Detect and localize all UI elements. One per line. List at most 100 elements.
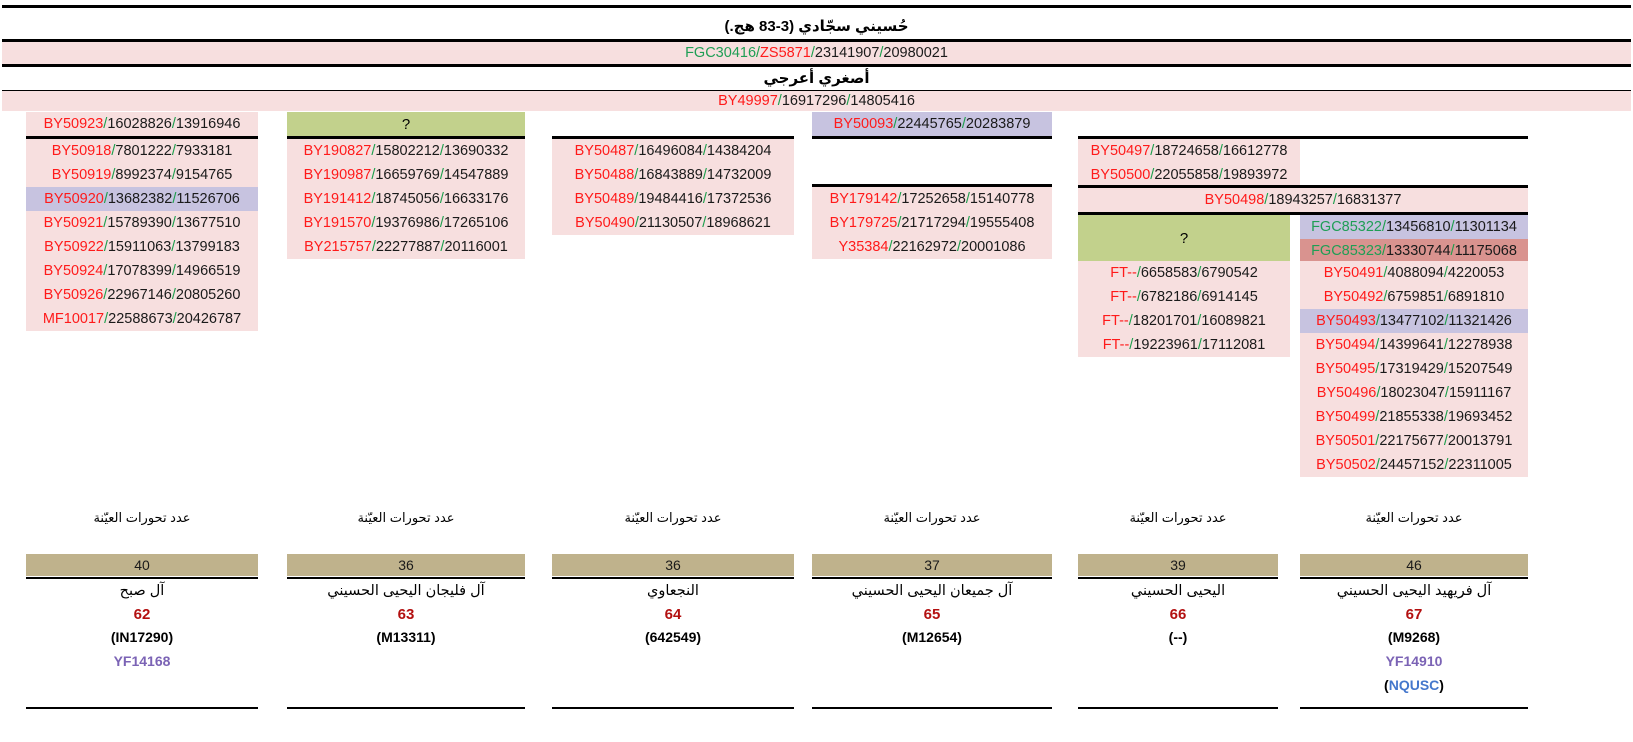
page-title: حُسيني سجّادي (3-83 هج.) [724, 17, 909, 35]
col5-ft-row-0: FT--/6658583/6790542 [1078, 261, 1290, 285]
col1-row-1: BY50919/8992374/9154765 [26, 163, 258, 187]
snp-text: BY179142/17252658/15140778 [829, 190, 1035, 207]
snp-text: BY50918/7801222/7933181 [51, 142, 233, 159]
col6-fgc-row-0: FGC85322/13456810/11301134 [1300, 215, 1528, 239]
branch-number-4: 66 [1169, 606, 1187, 623]
header-snp-line: FGC30416/ZS5871/23141907/20980021 [2, 42, 1631, 64]
snp-text: BY179725/21717294/19555408 [829, 214, 1035, 231]
snp-text: BY191570/19376986/17265106 [303, 214, 509, 231]
sample-count-rule-4 [1078, 577, 1278, 579]
col5-ft-row-3: FT--/19223961/17112081 [1078, 333, 1290, 357]
card-bottom-rule-3 [812, 707, 1052, 709]
snp-text: BY50492/6759851/6891810 [1323, 288, 1505, 305]
family-name-4: اليحيى الحسيني [1130, 583, 1226, 599]
col4-head-row: BY50093/22445765/20283879 [812, 112, 1052, 136]
snp-text: BY50921/15789390/13677510 [43, 214, 241, 231]
col6-row-3: BY50494/14399641/12278938 [1300, 333, 1528, 357]
branch-number-5: 67 [1405, 606, 1423, 623]
col4-row-1: BY179725/21717294/19555408 [812, 211, 1052, 235]
sample-count-rule-0 [26, 577, 258, 579]
snp-text: BY50493/13477102/11321426 [1316, 312, 1512, 329]
col6-row-0: BY50491/4088094/4220053 [1300, 261, 1528, 285]
snp-text: BY50093/22445765/20283879 [833, 115, 1031, 132]
col4-divider [812, 184, 1052, 187]
col56-divider-top [1078, 185, 1528, 188]
family-name-0: آل صبح [119, 583, 165, 599]
snp-text: BY50488/16843889/14732009 [574, 166, 772, 183]
col4-head-divider [812, 136, 1052, 139]
yf-haplo-0: YF14168 [113, 653, 171, 669]
col3-row-0: BY50487/16496084/14384204 [552, 139, 794, 163]
snp-text: FGC85323/13330744/11175068 [1311, 242, 1517, 259]
family-name-2: النجعاوي [647, 583, 699, 599]
col5-row-0: BY50497/18724658/16612778 [1078, 139, 1300, 163]
col6-row-6: BY50499/21855338/19693452 [1300, 405, 1528, 429]
col1-row-7: MF10017/22588673/20426787 [26, 307, 258, 331]
snp-text: BY191412/18745056/16633176 [303, 190, 509, 207]
root-snp-row: BY49997/16917296/14805416 [2, 91, 1631, 111]
col6-row-1: BY50492/6759851/6891810 [1300, 285, 1528, 309]
sample-count-box-0: 40 [26, 554, 258, 576]
snp-text: BY50502/24457152/22311005 [1316, 456, 1512, 473]
unknown-branch-box: ? [287, 112, 525, 136]
snp-text: BY50923/16028826/13916946 [43, 115, 241, 132]
col6-row-7: BY50501/22175677/20013791 [1300, 429, 1528, 453]
snp-text: MF10017/22588673/20426787 [42, 310, 242, 327]
col3-row-3: BY50490/21130507/18968621 [552, 211, 794, 235]
yf-haplo-5: YF14910 [1385, 653, 1443, 669]
kit-id-5: (M9268) [1387, 629, 1441, 645]
snp-text: BY50498/18943257/16831377 [1204, 191, 1402, 208]
col4-row-0: BY179142/17252658/15140778 [812, 187, 1052, 211]
col1-row-2: BY50920/13682382/11526706 [26, 187, 258, 211]
snp-text: FT--/18201701/16089821 [1102, 312, 1266, 329]
sample-count-rule-5 [1300, 577, 1528, 579]
col1-row-5: BY50924/17078399/14966519 [26, 259, 258, 283]
header-rule-top [2, 5, 1631, 8]
snp-text: FT--/6782186/6914145 [1110, 288, 1258, 305]
col1-row-6: BY50926/22967146/20805260 [26, 283, 258, 307]
branch-number-1: 63 [397, 606, 415, 623]
snp-text: BY50489/19484416/17372536 [574, 190, 772, 207]
snp-text: BY190827/15802212/13690332 [303, 142, 509, 159]
col56-divider-bottom [1078, 212, 1528, 215]
col1-row-0: BY50918/7801222/7933181 [26, 139, 258, 163]
sample-count-box-4: 39 [1078, 554, 1278, 576]
snp-text: BY50501/22175677/20013791 [1315, 432, 1513, 449]
col3-row-1: BY50488/16843889/14732009 [552, 163, 794, 187]
sample-count-box-5: 46 [1300, 554, 1528, 576]
col5-row-1: BY50500/22055858/19893972 [1078, 163, 1300, 187]
root-snp-text: BY49997/16917296/14805416 [718, 92, 915, 109]
col6-row-8: BY50502/24457152/22311005 [1300, 453, 1528, 477]
snp-text: BY50495/17319429/15207549 [1315, 360, 1513, 377]
kit-id-0: (IN17290) [110, 629, 174, 645]
header-snp-text: FGC30416/ZS5871/23141907/20980021 [685, 44, 948, 61]
kit-id-1: (M13311) [376, 629, 436, 645]
col5-divider [1078, 136, 1528, 139]
col2-row-3: BY191570/19376986/17265106 [287, 211, 525, 235]
col1-row-3: BY50921/15789390/13677510 [26, 211, 258, 235]
snp-text: BY50487/16496084/14384204 [574, 142, 772, 159]
branch-number-2: 64 [664, 606, 682, 623]
col1-head-row: BY50923/16028826/13916946 [26, 112, 258, 136]
snp-text: FT--/19223961/17112081 [1102, 336, 1266, 353]
sample-count-label-3: عدد تحورات العيّنة [883, 510, 981, 525]
branch-number-0: 62 [133, 606, 151, 623]
snp-text: FT--/6658583/6790542 [1110, 264, 1258, 281]
family-name-1: آل فليجان اليحيى الحسيني [327, 583, 485, 599]
snp-text: BY50926/22967146/20805260 [43, 286, 241, 303]
card-bottom-rule-1 [287, 707, 525, 709]
snp-text: BY50491/4088094/4220053 [1323, 264, 1505, 281]
snp-text: BY50490/21130507/18968621 [575, 214, 771, 231]
snp-text: BY50497/18724658/16612778 [1090, 142, 1288, 159]
kit-id-4: (--) [1168, 629, 1188, 645]
sample-count-label-0: عدد تحورات العيّنة [93, 510, 191, 525]
col5-ft-row-2: FT--/18201701/16089821 [1078, 309, 1290, 333]
snp-text: BY50919/8992374/9154765 [51, 166, 233, 183]
col2-row-1: BY190987/16659769/14547889 [287, 163, 525, 187]
snp-text: BY50499/21855338/19693452 [1315, 408, 1513, 425]
snp-text: BY50500/22055858/19893972 [1090, 166, 1288, 183]
snp-text: BY50924/17078399/14966519 [43, 262, 241, 279]
col2-row-2: BY191412/18745056/16633176 [287, 187, 525, 211]
col6-fgc-row-1: FGC85323/13330744/11175068 [1300, 239, 1528, 263]
branch-number-3: 65 [923, 606, 941, 623]
